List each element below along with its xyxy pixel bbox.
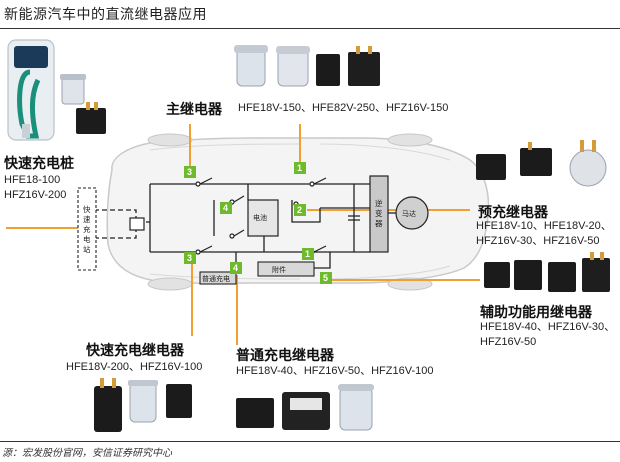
main-relay-title: 主继电器 [166, 102, 222, 118]
connector-box [129, 217, 145, 231]
svg-text:2: 2 [297, 205, 302, 215]
svg-text:4: 4 [223, 203, 228, 213]
aux-models: HFE18V-40、HFZ16V-30、 HFZ16V-50 [480, 320, 615, 350]
fast-station-label: 快 速 充 电 站 [83, 204, 93, 254]
svg-text:1: 1 [305, 249, 310, 259]
fast-station-box [77, 187, 97, 271]
svg-text:5: 5 [323, 273, 328, 283]
accessory-block [257, 261, 315, 277]
fast-charge-models: HFE18V-200、HFZ16V-100 [66, 361, 203, 373]
precharge-model-line-1: HFE18V-10、HFE18V-20、 [476, 220, 612, 232]
marker-3-top: 3 [184, 166, 196, 178]
marker-1-top: 1 [294, 162, 306, 174]
svg-text:3: 3 [187, 167, 192, 177]
fast-station-char-3: 充 [83, 224, 91, 234]
leader-lines [6, 124, 480, 345]
precharge-models: HFE18V-10、HFE18V-20、 HFZ16V-30、HFZ16V-50 [476, 219, 612, 249]
svg-text:3: 3 [187, 253, 192, 263]
fast-station-char-4: 电 [83, 234, 91, 244]
marker-5: 5 [320, 272, 332, 284]
battery-block [247, 199, 279, 237]
motor-block [395, 196, 429, 230]
precharge-title: 预充继电器 [478, 205, 548, 221]
motor-label: 马达 [402, 209, 416, 218]
source-note: 源：宏发股份官网，安信证券研究中心 [2, 448, 172, 459]
bottom-rule [0, 441, 620, 442]
aux-title: 辅助功能用继电器 [480, 305, 592, 321]
charging-pile-image [7, 39, 55, 141]
aux-relay-images [484, 252, 610, 292]
pile-model-1: HFE18-100 [4, 174, 61, 186]
normal-charge-title: 普通充电继电器 [236, 348, 334, 364]
normal-charger-label: 普通充电 [202, 274, 230, 283]
pile-models: HFE18-100 HFZ16V-200 [4, 173, 66, 203]
top-rule [0, 28, 620, 29]
normal-charge-models: HFE18V-40、HFZ16V-50、HFZ16V-100 [236, 365, 434, 377]
accessory-label: 附件 [272, 265, 286, 274]
fast-charge-title: 快速充电继电器 [86, 343, 184, 359]
pile-model-2: HFZ16V-200 [4, 189, 67, 201]
marker-1-bottom: 1 [302, 248, 314, 260]
marker-2: 2 [294, 204, 306, 216]
normal-charge-relay-images [236, 384, 374, 431]
main-relay-images [234, 45, 380, 87]
marker-3-bottom: 3 [184, 252, 196, 264]
aux-model-line-2: HFZ16V-50 [480, 336, 537, 348]
aux-model-line-1: HFE18V-40、HFZ16V-30、 [480, 321, 616, 333]
fast-charge-relay-images [94, 378, 192, 432]
inverter-block [369, 175, 389, 253]
pile-title: 快速充电桩 [4, 156, 74, 172]
fast-station-char-5: 站 [83, 244, 91, 254]
relay-diagram: 快 速 充 电 站 电池 逆 变 器 马达 普通充电 附件 1 1 2 3 3 … [6, 39, 610, 432]
battery-label: 电池 [253, 213, 267, 222]
normal-charger-block [199, 271, 237, 285]
inverter-char-1: 逆 [375, 198, 383, 208]
inverter-char-2: 变 [375, 208, 383, 218]
marker-4-bottom: 4 [230, 262, 242, 274]
precharge-model-line-2: HFZ16V-30、HFZ16V-50 [476, 235, 600, 247]
marker-group: 1 1 2 3 3 4 4 5 [184, 162, 332, 284]
precharge-relay-images [476, 140, 607, 187]
main-relay-models: HFE18V-150、HFE82V-250、HFZ16V-150 [238, 102, 449, 114]
pile-relay-images [60, 74, 106, 134]
marker-4-left: 4 [220, 202, 232, 214]
figure-title: 新能源汽车中的直流继电器应用 [4, 7, 207, 23]
fast-station-char-2: 速 [83, 215, 91, 224]
fast-station-char-1: 快 [83, 204, 91, 214]
inverter-label: 逆 变 器 [375, 198, 385, 228]
inverter-char-3: 器 [375, 219, 383, 228]
svg-text:4: 4 [233, 263, 238, 273]
svg-text:1: 1 [297, 163, 302, 173]
